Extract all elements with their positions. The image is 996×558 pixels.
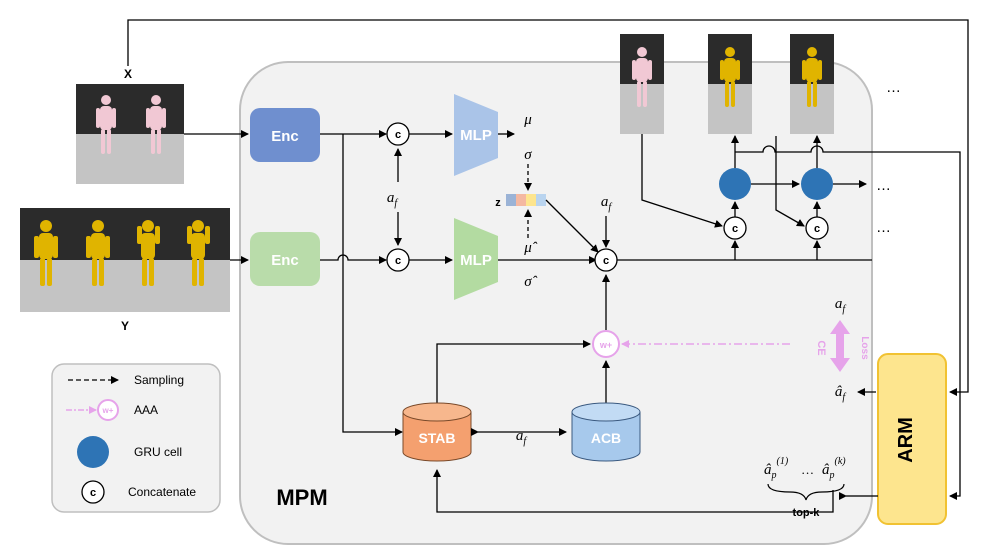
z-label: z — [495, 197, 501, 209]
mu-label: μ — [523, 112, 532, 128]
enc-top-label: Enc — [271, 128, 299, 145]
af-label-middle: af — [516, 428, 528, 447]
legend-gru-label: GRU cell — [134, 445, 182, 459]
concat-gru-1-label: c — [732, 223, 738, 235]
enc-to-stab-arrow — [342, 134, 403, 436]
legend-aaa-circle — [97, 399, 119, 421]
enc-top-block — [250, 108, 320, 162]
stab-label: STAB — [418, 430, 455, 446]
ap-hat-1-label: âp(1) — [764, 456, 789, 481]
y-label: Y — [121, 319, 129, 333]
output-image-3 — [790, 34, 834, 134]
mlp-top-block — [454, 94, 498, 176]
af-hat-label: âf — [835, 384, 847, 403]
legend-aaa-label: AAA — [134, 403, 158, 417]
acb-label: ACB — [591, 430, 621, 446]
x-feedback-line — [127, 19, 969, 396]
topk-to-stab-arrow — [433, 469, 834, 513]
topk-label: top-k — [793, 507, 821, 519]
arm-label: ARM — [895, 417, 917, 463]
af-label-left: af — [387, 190, 399, 209]
ce-loss-arrow — [830, 320, 850, 372]
mlp-top-label: MLP — [460, 127, 492, 144]
gru-ellipsis: … — [876, 177, 891, 194]
image-1-to-concat-arrow — [641, 134, 723, 228]
x-image — [76, 84, 184, 184]
aaa-circle — [592, 330, 620, 358]
acb-cylinder — [571, 402, 641, 462]
legend-sampling-label: Sampling — [134, 373, 184, 387]
output-image-2 — [708, 34, 752, 134]
gru-branch-line — [735, 145, 872, 153]
af-label-right-top: af — [835, 296, 847, 315]
mlp-bottom-block — [454, 218, 498, 300]
output-ellipsis-top: … — [886, 79, 901, 96]
topk-brace — [767, 483, 845, 501]
legend-box — [51, 363, 221, 513]
y-image — [20, 208, 230, 312]
output-to-arm-arrow — [872, 151, 961, 500]
mpm-panel — [239, 61, 873, 545]
concat-ellipsis: … — [876, 219, 891, 236]
x-label: X — [124, 67, 132, 81]
ce-label: CE — [815, 340, 827, 355]
mpm-label: MPM — [276, 485, 327, 510]
legend-gru-icon — [77, 436, 109, 468]
concat-top-1-label: c — [395, 129, 401, 141]
gru-cell-2 — [801, 168, 833, 200]
image-2-to-concat-arrow — [775, 136, 805, 227]
mlp-bottom-label: MLP — [460, 252, 492, 269]
concat-main-label: c — [603, 255, 609, 267]
ap-hat-k-label: âp(k) — [822, 456, 846, 481]
output-image-1 — [620, 34, 664, 134]
gru-cell-1 — [719, 168, 751, 200]
stab-cylinder — [402, 402, 472, 462]
aaa-label: w+ — [599, 340, 612, 350]
sigma-label: σ — [524, 147, 532, 163]
stab-to-aaa-arrow — [436, 340, 591, 404]
af-label-main: af — [601, 194, 613, 213]
loss-label: Loss — [859, 336, 870, 360]
z-vector — [506, 194, 546, 206]
legend-concatenate-label: Concatenate — [128, 485, 196, 499]
enc-bottom-label: Enc — [271, 252, 299, 269]
z-to-concat-arrow — [545, 199, 599, 253]
legend-c-label: c — [90, 487, 96, 499]
ap-ellipsis: … — [802, 462, 814, 477]
arm-block — [877, 353, 947, 525]
legend-concat-icon — [81, 480, 105, 504]
enc-bottom-block — [250, 232, 320, 286]
legend-w-plus-label: w+ — [102, 406, 114, 415]
concat-bottom-1-label: c — [395, 255, 401, 267]
concat-gru-2-label: c — [814, 223, 820, 235]
